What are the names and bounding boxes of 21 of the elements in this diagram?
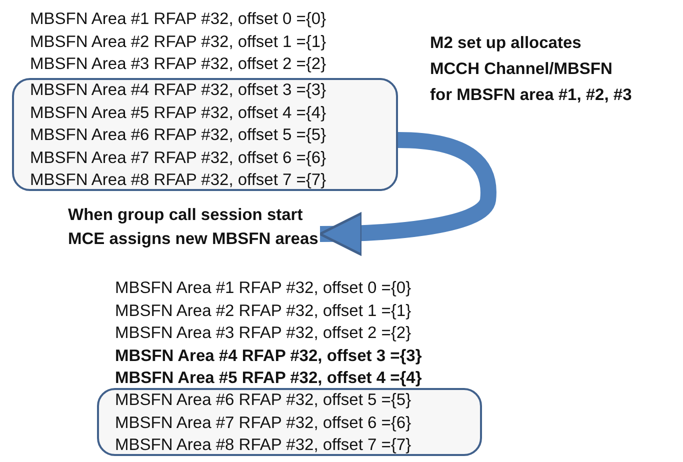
- note-text: M2 set up allocates MCCH Channel/MBSFN for MBSFN area #1, #2, #3: [430, 33, 632, 106]
- text-line: MBSFN Area #1 RFAP #32, offset 0 ={0}: [30, 9, 326, 29]
- text-line: MBSFN Area #1 RFAP #32, offset 0 ={0}: [115, 278, 412, 298]
- text-line: MBSFN Area #7 RFAP #32, offset 6 ={6}: [115, 412, 412, 433]
- rounded-box: [97, 388, 482, 456]
- text-line: MBSFN Area #5 RFAP #32, offset 4 ={4}: [115, 368, 422, 388]
- text-line: MBSFN Area #8 RFAP #32, offset 7 ={7}: [30, 170, 326, 190]
- text-line: MBSFN Area #2 RFAP #32, offset 1 ={1}: [30, 32, 326, 52]
- text-line: MBSFN Area #4 RFAP #32, offset 3 ={3}: [115, 346, 422, 366]
- rounded-box: [12, 78, 398, 191]
- text-line: MBSFN Area #3 RFAP #32, offset 2 ={2}: [30, 54, 326, 74]
- curved-arrow: [318, 132, 496, 256]
- note-text: When group call session start MCE assigns new MBSFN areas: [68, 203, 319, 251]
- text-line: MBSFN Area #7 RFAP #32, offset 6 ={6}: [30, 148, 326, 168]
- text-line: MBSFN Area #6 RFAP #32, offset 5 ={5}: [115, 390, 412, 410]
- text-line: MBSFN Area #6 RFAP #32, offset 5 ={5}: [30, 125, 326, 146]
- text-line: MBSFN Area #2 RFAP #32, offset 1 ={1}: [115, 300, 412, 321]
- text-line: MBSFN Area #5 RFAP #32, offset 4 ={4}: [30, 102, 326, 123]
- text-line: MBSFN Area #4 RFAP #32, offset 3 ={3}: [30, 80, 326, 100]
- text-line: MBSFN Area #8 RFAP #32, offset 7 ={7}: [115, 435, 412, 456]
- text-line: MBSFN Area #3 RFAP #32, offset 2 ={2}: [115, 323, 412, 344]
